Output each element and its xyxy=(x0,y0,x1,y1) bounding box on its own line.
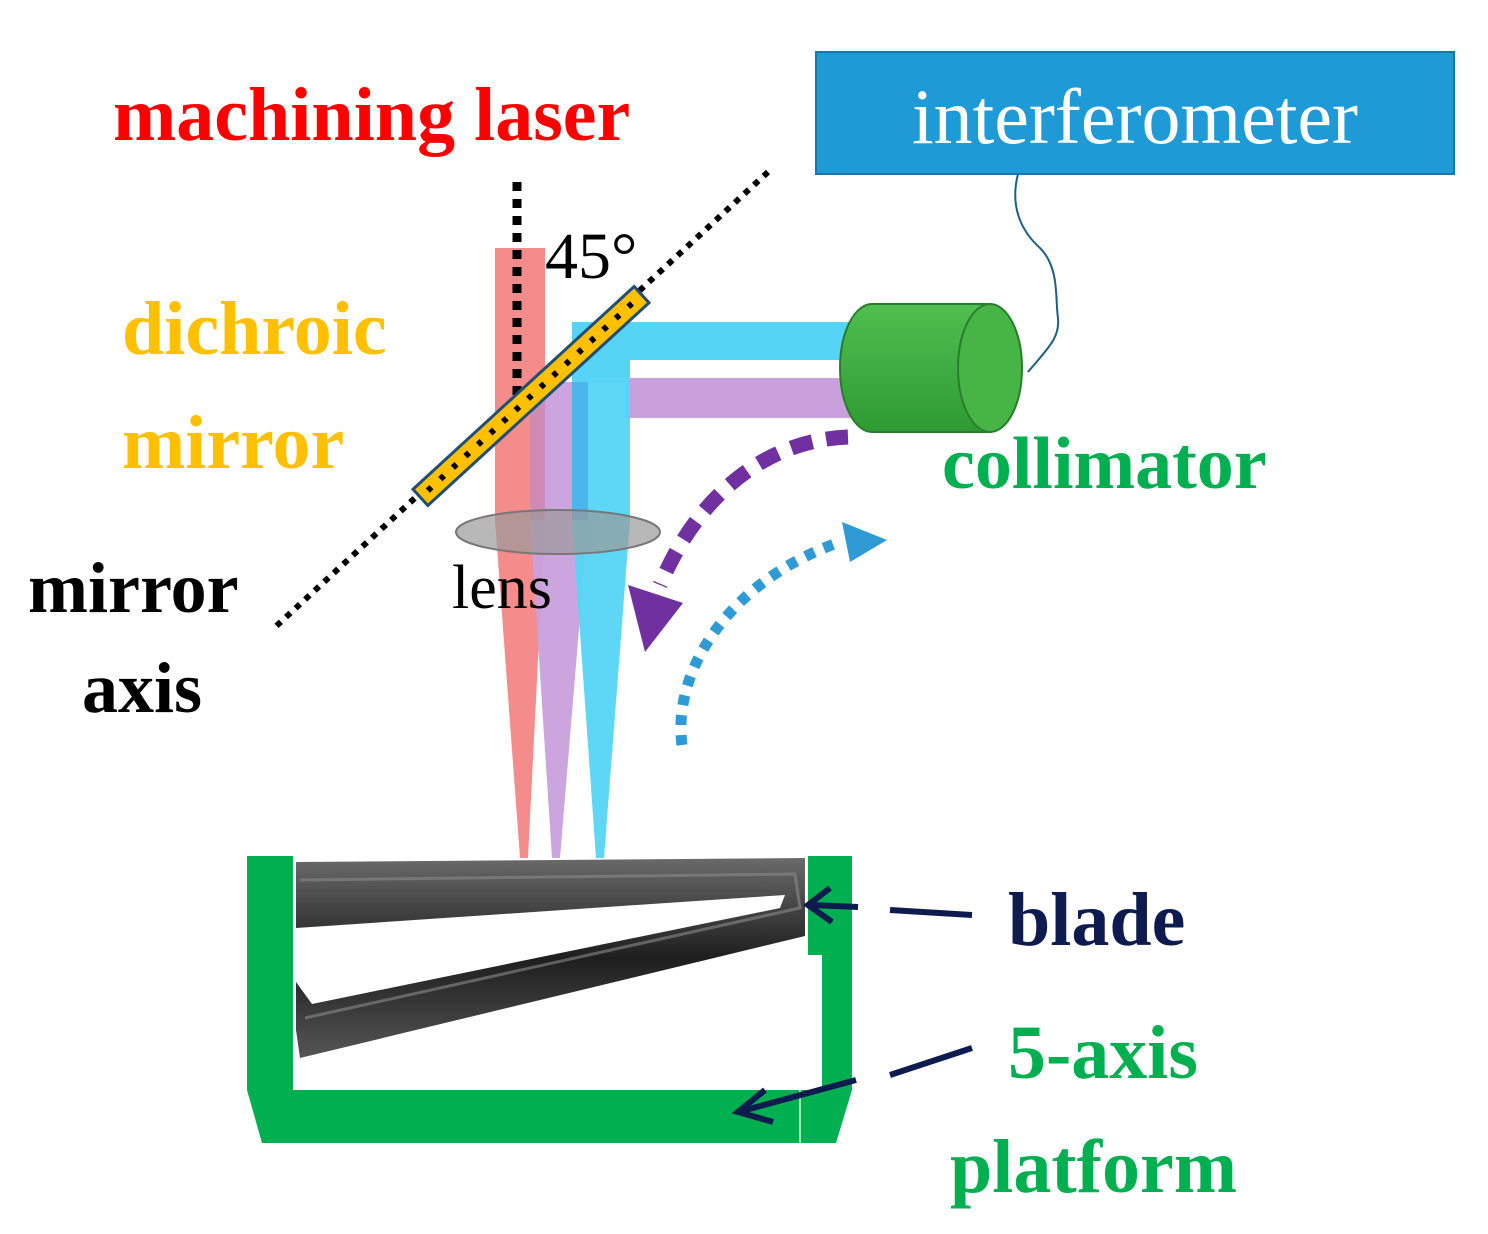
rotation-arrow-purple xyxy=(628,429,849,652)
platform-label-line2: platform xyxy=(950,1125,1237,1209)
mirror-axis-line xyxy=(269,169,771,633)
cyan-beam-horizontal xyxy=(572,322,858,382)
beam-overlap-2 xyxy=(572,382,588,520)
blade-label: blade xyxy=(1008,878,1185,962)
mirror-axis-label-line2: axis xyxy=(82,648,202,728)
interferometer-box: interferometer xyxy=(815,51,1455,175)
collimator-label: collimator xyxy=(942,423,1267,505)
interferometer-label: interferometer xyxy=(912,73,1358,160)
dichroic-label-line1: dichroic xyxy=(122,287,387,371)
fiber-cable xyxy=(1014,173,1060,373)
collimator xyxy=(839,303,1023,433)
beam-overlap xyxy=(530,382,545,520)
platform-leader-arrow xyxy=(731,1045,973,1125)
dichroic-mirror xyxy=(410,284,652,508)
mirror-axis-label-line1: mirror xyxy=(28,548,239,628)
machining-laser-label: machining laser xyxy=(113,73,630,157)
rotation-arrow-blue xyxy=(675,522,887,746)
blade xyxy=(296,858,805,1058)
blade-leader-arrow xyxy=(802,885,973,925)
lens xyxy=(455,509,661,555)
five-axis-platform xyxy=(247,856,852,1143)
dichroic-label-line2: mirror xyxy=(122,401,344,485)
platform-label-line1: 5-axis xyxy=(1008,1011,1198,1095)
angle-label: 45° xyxy=(545,220,637,293)
lens-label: lens xyxy=(452,554,552,622)
violet-beam-horizontal xyxy=(625,378,858,418)
